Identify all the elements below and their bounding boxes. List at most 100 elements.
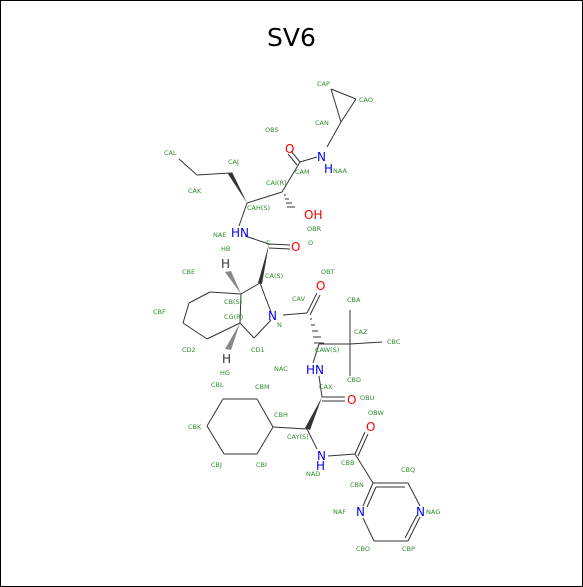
bond bbox=[407, 482, 421, 507]
atom-label: CAM bbox=[295, 168, 310, 176]
bond bbox=[258, 244, 269, 284]
oxygen-atom: O bbox=[291, 240, 300, 254]
atom-label: NAG bbox=[426, 508, 440, 516]
oxygen-atom: O bbox=[347, 393, 356, 407]
atom-label: NAF bbox=[333, 508, 346, 516]
atom-label: OBS bbox=[265, 126, 279, 134]
atom-label: CAO bbox=[359, 96, 373, 104]
atom-label: CBL bbox=[211, 381, 224, 389]
bonds bbox=[178, 88, 421, 542]
bond bbox=[407, 516, 421, 542]
atom-label: CBA bbox=[347, 296, 361, 304]
atom-label: CD1 bbox=[251, 346, 265, 354]
bond bbox=[178, 158, 198, 176]
bond bbox=[309, 294, 321, 316]
atom-label: OBU bbox=[360, 394, 375, 402]
atom-label: HG bbox=[220, 369, 230, 377]
atom-label: CBO bbox=[356, 545, 370, 553]
atom-label: CAJ bbox=[228, 158, 239, 166]
atom-label: NAA bbox=[333, 167, 347, 175]
bond bbox=[240, 282, 261, 295]
amine-nh-group: HN bbox=[306, 363, 324, 377]
bond bbox=[287, 153, 298, 166]
atom-label: CBI bbox=[256, 461, 267, 469]
atom-label: CAP bbox=[317, 80, 330, 88]
atom-label: CD2 bbox=[182, 346, 196, 354]
bond bbox=[404, 514, 418, 539]
bond bbox=[330, 88, 357, 100]
bond bbox=[225, 271, 241, 294]
atom-label: CBJ bbox=[211, 461, 222, 469]
atom-label: CAZ bbox=[354, 328, 368, 336]
atom-label: CAL bbox=[164, 149, 177, 157]
bond bbox=[306, 292, 318, 314]
atom-label: CBN bbox=[350, 481, 364, 489]
atom-label: CA(S) bbox=[265, 272, 283, 280]
bond bbox=[318, 375, 323, 398]
hydrogen-atom: H bbox=[324, 162, 333, 176]
bond bbox=[354, 431, 366, 455]
bond bbox=[239, 322, 255, 339]
bond bbox=[272, 426, 308, 430]
bond bbox=[244, 235, 270, 245]
atom-label: CB(S) bbox=[224, 298, 242, 306]
nitrogen-atom: N bbox=[356, 505, 365, 519]
atom-label: CAW(S) bbox=[315, 346, 339, 354]
bond bbox=[306, 428, 318, 450]
bond bbox=[206, 425, 225, 455]
bond bbox=[281, 161, 301, 193]
bond bbox=[268, 247, 291, 250]
bond bbox=[238, 202, 248, 227]
oxygen-atom: O bbox=[316, 279, 325, 293]
atom-label: CBK bbox=[188, 423, 202, 431]
atom-label: C bbox=[266, 239, 271, 247]
bond bbox=[362, 482, 374, 507]
nitrogen-atom: N bbox=[416, 505, 425, 519]
bond bbox=[209, 291, 242, 295]
oxygen-atom: O bbox=[366, 420, 375, 434]
bond bbox=[206, 398, 224, 427]
atom-label: CG(R) bbox=[224, 313, 243, 321]
atom-label: N bbox=[277, 321, 282, 329]
hydroxyl-group: OH bbox=[304, 208, 322, 222]
nitrogen-atom: N bbox=[317, 449, 326, 463]
bond bbox=[282, 312, 308, 316]
atom-label: OBR bbox=[307, 225, 322, 233]
bond bbox=[182, 322, 208, 340]
atom-label: O bbox=[308, 239, 313, 247]
bond bbox=[312, 343, 320, 364]
bond bbox=[268, 243, 291, 246]
atom-label: CAY(S) bbox=[287, 433, 309, 441]
atom-label: NAD bbox=[306, 470, 320, 478]
bond bbox=[340, 98, 357, 123]
bond bbox=[366, 486, 377, 508]
bond bbox=[256, 398, 274, 428]
atom-label: OBT bbox=[321, 268, 335, 276]
bond bbox=[299, 156, 318, 163]
atom-label: CBC bbox=[387, 338, 401, 346]
bond bbox=[182, 302, 190, 324]
bond bbox=[256, 426, 274, 455]
diagram-title: SV6 bbox=[267, 23, 316, 52]
atom-label: CAV bbox=[292, 295, 306, 303]
atom-label: CBH bbox=[274, 411, 288, 419]
bond bbox=[305, 397, 322, 430]
hydrogen-atom: H bbox=[221, 257, 230, 271]
nitrogen-atom: N bbox=[268, 309, 277, 323]
bond bbox=[357, 433, 369, 457]
atom-label: CAX bbox=[319, 383, 333, 391]
atom-label: CBF bbox=[153, 308, 166, 316]
atom-label: CAN bbox=[315, 119, 329, 127]
atom-label: CBE bbox=[182, 268, 195, 276]
bond bbox=[362, 517, 375, 542]
bond bbox=[225, 323, 240, 350]
atom-label: NAC bbox=[274, 365, 288, 373]
atom-label: CBB bbox=[341, 459, 354, 467]
bond bbox=[239, 293, 242, 324]
bond bbox=[188, 291, 211, 304]
atom-label: CAK bbox=[188, 187, 202, 195]
hydrogen-atom: H bbox=[222, 352, 231, 366]
atom-label: CBP bbox=[402, 545, 415, 553]
